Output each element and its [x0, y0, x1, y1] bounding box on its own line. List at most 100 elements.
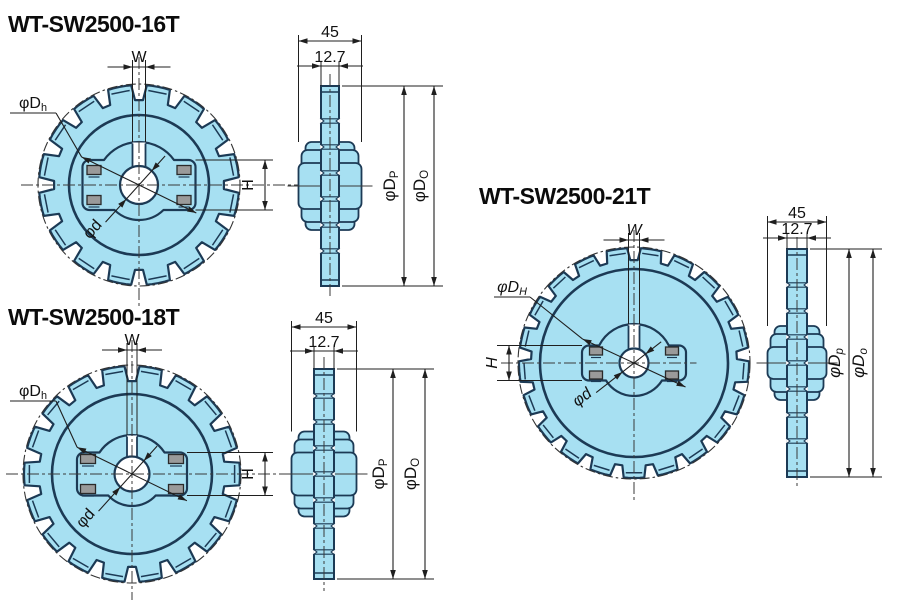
tooth-notch [803, 437, 809, 445]
tooth-notch [319, 195, 325, 203]
dimension-arrow [334, 348, 343, 354]
dimension-arrow [431, 277, 437, 286]
tooth-chamfer-line [175, 380, 192, 391]
hub-dia-leader [529, 296, 583, 340]
dimension-arrow [506, 345, 512, 355]
tooth-chamfer-line [534, 300, 544, 316]
tooth-chamfer-line [552, 276, 566, 289]
tooth-chamfer-line [54, 229, 67, 246]
tooth-notch [335, 143, 341, 151]
dimension-arrow [177, 494, 187, 501]
tooth-chamfer-line [714, 424, 726, 439]
tooth-chamfer-line [105, 370, 124, 376]
label-outer-diameter: φDO [401, 458, 422, 490]
dimension-arrow [262, 201, 268, 210]
label-hub-height: H [240, 468, 257, 480]
dimension-arrow [81, 157, 91, 164]
tooth-chamfer-line [673, 259, 690, 269]
tooth-notch [312, 470, 318, 478]
set-screw [167, 453, 185, 465]
tooth-notch [785, 411, 791, 419]
set-screw [86, 194, 102, 206]
tooth-notch [803, 385, 809, 393]
label-tooth-width: 12.7 [308, 334, 339, 351]
tooth-chamfer-line [140, 572, 159, 578]
dimension-arrow [422, 570, 428, 579]
tooth-notch [319, 247, 325, 255]
label-hub-diameter: φDH [497, 279, 527, 298]
tooth-chamfer-line [204, 532, 217, 548]
drawing-title-18t: WT-SW2500-18T [8, 304, 180, 330]
tooth-chamfer-line [742, 362, 745, 380]
set-screw [588, 370, 604, 380]
tooth-notch [330, 470, 336, 478]
dimension-arrow [422, 369, 428, 378]
hub-dia-leader [55, 112, 83, 158]
dimension-arrow [645, 346, 655, 355]
label-outer-diameter: φDO [410, 170, 431, 202]
tooth-chamfer-line [224, 430, 233, 448]
dimension-arrow [262, 452, 268, 462]
label-pitch-diameter: φDP [380, 170, 401, 201]
dimension-arrow [846, 468, 852, 477]
tooth-notch [785, 359, 791, 367]
dimension-arrow [118, 199, 127, 208]
tooth-chamfer-line [43, 194, 49, 213]
tooth-chamfer-line [111, 89, 130, 95]
label-overall-width: 45 [315, 310, 333, 327]
dimension-arrow [390, 570, 396, 579]
tooth-chamfer-line [140, 370, 159, 376]
set-screw [588, 346, 604, 356]
tooth-chamfer-line [738, 330, 744, 347]
dimension-arrow [145, 64, 155, 70]
tooth-notch [785, 333, 791, 341]
tooth-notch [803, 359, 809, 367]
tooth-chamfer-line [148, 275, 167, 281]
tooth-chamfer-line [542, 424, 554, 439]
dimension-arrow [352, 38, 362, 44]
tooth-chamfer-line [211, 229, 224, 246]
tooth-notch [312, 444, 318, 452]
tooth-chamfer-line [523, 362, 526, 380]
tooth-notch [803, 307, 809, 315]
drawing-title-21t: WT-SW2500-21T [479, 183, 651, 209]
tooth-notch [312, 496, 318, 504]
set-screw [79, 483, 97, 495]
tooth-chamfer-line [183, 257, 200, 270]
dimension-arrow [151, 162, 160, 171]
dimension-arrow [506, 371, 512, 381]
label-hub-diameter: φDh [19, 383, 47, 402]
drawing-title-16t: WT-SW2500-16T [8, 11, 180, 37]
set-screw [176, 164, 192, 176]
dimension-arrow [431, 86, 437, 95]
dimension-arrow [123, 64, 133, 70]
tooth-chamfer-line [204, 400, 217, 416]
set-screw [79, 453, 97, 465]
dimension-arrow [347, 324, 357, 330]
dimension-arrow [118, 347, 127, 353]
tooth-notch [319, 143, 325, 151]
tooth-notch [335, 195, 341, 203]
dimension-arrow [870, 249, 876, 258]
label-hub-height: H [240, 179, 257, 191]
tooth-chamfer-line [688, 448, 704, 459]
dimension-arrow [582, 338, 592, 346]
tooth-notch [803, 411, 809, 419]
label-slot-width: W [124, 332, 140, 349]
dimension-arrow [291, 324, 301, 330]
set-screw [167, 483, 185, 495]
tooth-chamfer-line [524, 330, 530, 347]
tooth-chamfer-line [111, 275, 130, 281]
tooth-notch [803, 281, 809, 289]
dimension-arrow [676, 380, 686, 388]
tooth-notch [785, 307, 791, 315]
tooth-notch [319, 221, 325, 229]
label-tooth-width: 12.7 [314, 49, 345, 66]
